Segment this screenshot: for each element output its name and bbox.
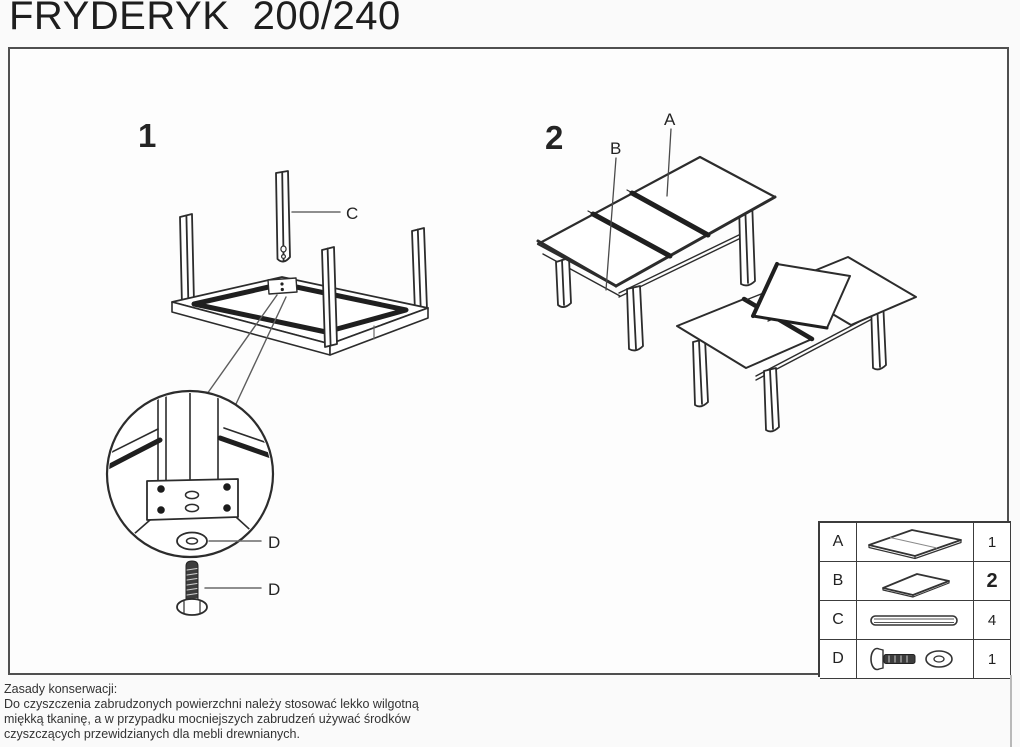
care-heading: Zasady konserwacji: xyxy=(4,682,118,696)
step2-number: 2 xyxy=(545,119,563,156)
part-icon-cell xyxy=(857,562,974,601)
part-letter-cell: D xyxy=(820,640,857,679)
bolt-and-washer-icon xyxy=(870,647,953,671)
detached-leg xyxy=(275,170,291,263)
closing-table xyxy=(676,256,917,433)
corner-bracket xyxy=(267,277,298,295)
table-leg-icon xyxy=(870,615,958,626)
step1-diagram: 1 C xyxy=(105,117,429,616)
step1-number: 1 xyxy=(138,117,156,154)
frame-legs xyxy=(179,213,428,313)
label-a: A xyxy=(664,110,676,129)
step2-diagram: 2 A xyxy=(536,110,917,433)
magnifier-line xyxy=(206,294,278,395)
label-d-bolt: D xyxy=(268,580,280,599)
parts-table: A 1 B 2 C xyxy=(818,521,1011,679)
part-icon-cell xyxy=(857,640,974,679)
part-qty-cell: 4 xyxy=(974,601,1010,640)
magnifier-line xyxy=(235,296,287,405)
tabletop-panel-icon xyxy=(868,529,962,560)
care-line: miękką tkaninę, a w przypadku mocniejszy… xyxy=(4,712,411,726)
part-qty-cell: 1 xyxy=(974,523,1010,562)
care-line: czyszczących przewidzianych dla mebli dr… xyxy=(4,727,300,741)
part-qty-cell: 2 xyxy=(974,562,1010,601)
page-title: FRYDERYK 200/240 xyxy=(9,0,401,38)
part-letter-cell: B xyxy=(820,562,857,601)
bolt xyxy=(176,560,208,616)
part-qty-cell: 1 xyxy=(974,640,1010,679)
extension-leaf-panel-icon xyxy=(882,573,950,598)
leaf-edge xyxy=(590,211,673,259)
part-letter-cell: C xyxy=(820,601,857,640)
assembly-diagram: 1 C xyxy=(105,110,917,616)
detail-circle-content xyxy=(109,393,271,551)
callout-line-a xyxy=(666,128,672,197)
scan-edge-line xyxy=(1010,675,1012,747)
table-frame xyxy=(171,276,429,356)
part-icon-cell xyxy=(857,601,974,640)
leaf-edge xyxy=(629,190,711,238)
part-letter-cell: A xyxy=(820,523,857,562)
label-d-washer: D xyxy=(268,533,280,552)
bracket-plate xyxy=(146,478,239,521)
care-line: Do czyszczenia zabrudzonych powierzchni … xyxy=(4,697,419,711)
care-instructions: Zasady konserwacji: Do czyszczenia zabru… xyxy=(4,682,564,742)
label-c: C xyxy=(346,204,358,223)
callout-line-b xyxy=(605,157,617,291)
label-b: B xyxy=(610,139,621,158)
part-icon-cell xyxy=(857,523,974,562)
extended-table xyxy=(536,155,777,352)
